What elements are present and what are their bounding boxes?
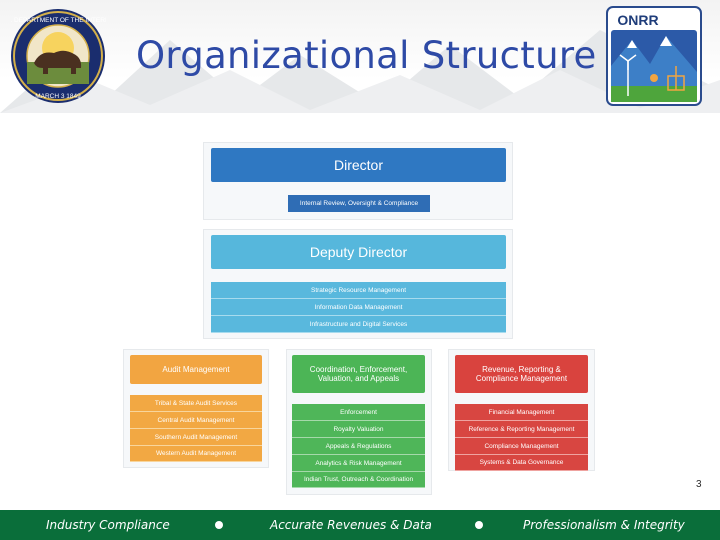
coordination-item[interactable]: Indian Trust, Outreach & Coordination <box>292 472 425 488</box>
footer-bar: Industry Compliance Accurate Revenues & … <box>0 510 720 540</box>
internal-review-box[interactable]: Internal Review, Oversight & Compliance <box>288 195 430 212</box>
slide-header: U.S. DEPARTMENT OF THE INTERIOR MARCH 3 … <box>0 0 720 113</box>
onrr-logo-icon: ONRR <box>606 6 702 106</box>
deputy-item[interactable]: Infrastructure and Digital Services <box>211 316 506 333</box>
revenue-item[interactable]: Financial Management <box>455 404 588 421</box>
deputy-director-box[interactable]: Deputy Director <box>211 235 506 269</box>
revenue-box[interactable]: Revenue, Reporting & Compliance Manageme… <box>455 355 588 393</box>
footer-item: Industry Compliance <box>46 518 170 532</box>
deputy-item[interactable]: Information Data Management <box>211 299 506 316</box>
director-box[interactable]: Director <box>211 148 506 182</box>
revenue-item[interactable]: Systems & Data Governance <box>455 455 588 471</box>
coordination-item[interactable]: Analytics & Risk Management <box>292 455 425 472</box>
page-number: 3 <box>696 479 702 490</box>
audit-item[interactable]: Western Audit Management <box>130 446 262 462</box>
audit-management-box[interactable]: Audit Management <box>130 355 262 384</box>
coordination-item[interactable]: Appeals & Regulations <box>292 438 425 455</box>
onrr-logo-label: ONRR <box>617 12 658 28</box>
audit-item[interactable]: Central Audit Management <box>130 412 262 429</box>
coordination-item[interactable]: Enforcement <box>292 404 425 421</box>
audit-item[interactable]: Tribal & State Audit Services <box>130 395 262 412</box>
mountain-backdrop <box>0 30 720 113</box>
audit-item[interactable]: Southern Audit Management <box>130 429 262 446</box>
coordination-item[interactable]: Royalty Valuation <box>292 421 425 438</box>
bullet-icon <box>215 521 223 529</box>
revenue-item[interactable]: Reference & Reporting Management <box>455 421 588 438</box>
bullet-icon <box>475 521 483 529</box>
svg-text:U.S. DEPARTMENT OF THE INTERIO: U.S. DEPARTMENT OF THE INTERIOR <box>10 17 106 24</box>
footer-item: Professionalism & Integrity <box>523 518 685 532</box>
revenue-item[interactable]: Compliance Management <box>455 438 588 455</box>
page-title: Organizational Structure <box>136 34 597 77</box>
deputy-item[interactable]: Strategic Resource Management <box>211 282 506 299</box>
footer-item: Accurate Revenues & Data <box>270 518 432 532</box>
svg-text:MARCH 3 1849: MARCH 3 1849 <box>35 93 81 100</box>
doi-seal-icon: U.S. DEPARTMENT OF THE INTERIOR MARCH 3 … <box>10 9 106 103</box>
coordination-box[interactable]: Coordination, Enforcement, Valuation, an… <box>292 355 425 393</box>
